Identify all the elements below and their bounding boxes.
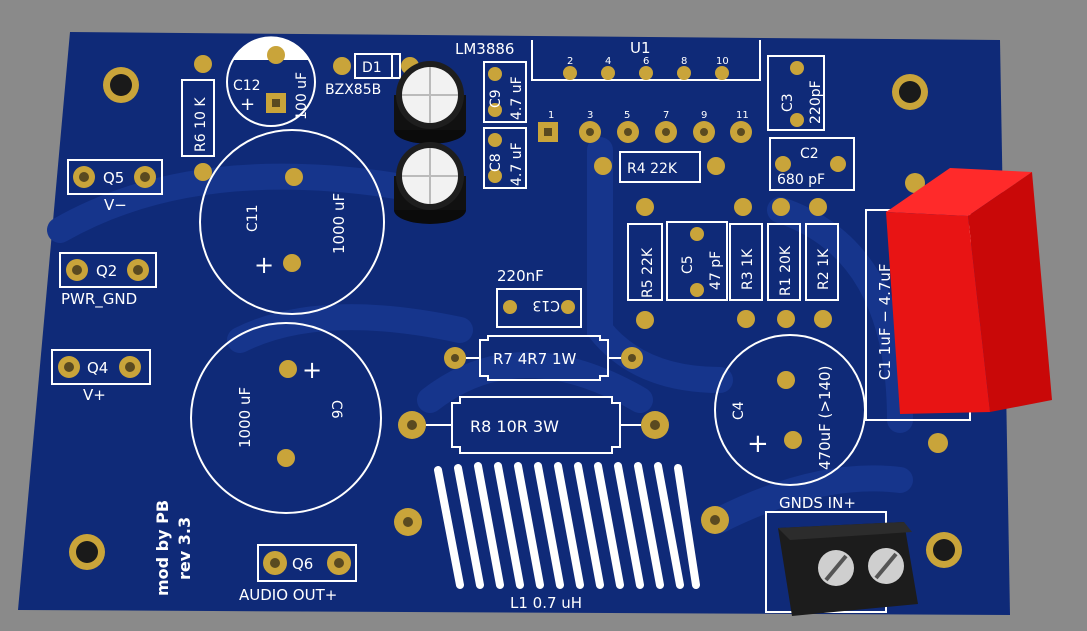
credit-line-1: mod by PB: [153, 500, 172, 596]
c9-value-label: 4.7 uF: [509, 76, 525, 120]
r6-label: R6 10 K: [193, 97, 209, 152]
r7-resistor: R7 4R7 1W: [444, 335, 643, 381]
q2-label: PWR_GND: [61, 290, 137, 309]
c6-ref-label: C6: [328, 400, 344, 419]
q5-ref-label: Q5: [103, 169, 124, 187]
u1-pin-10: 10: [716, 56, 729, 67]
c8-capacitor: C8 4.7 uF: [483, 127, 527, 189]
c13-top-label: 220nF: [497, 267, 544, 285]
d1-ref-label: D1: [362, 60, 382, 76]
q4-label: V+: [83, 386, 106, 404]
r6-resistor: R6 10 K: [181, 55, 215, 181]
c4-plus-label: +: [747, 429, 769, 459]
q6-label: AUDIO OUT+: [239, 586, 337, 604]
q5-label: V−: [104, 196, 127, 214]
q5-connector: Q5 V−: [67, 159, 163, 214]
r1-resistor: R1 20K: [767, 198, 801, 328]
c6-capacitor: C6 1000 uF +: [190, 322, 382, 514]
q2-ref-label: Q2: [96, 262, 117, 280]
u1-pin-11: 11: [736, 110, 749, 121]
u1-top-pads: [563, 66, 729, 80]
l1-inductor: L1 0.7 uH: [394, 462, 729, 612]
u1-pin-5: 5: [624, 110, 630, 121]
r5-label: R5 22K: [640, 247, 656, 298]
u1-footprint: LM3886 U1 2 4 6 8 10 1 3 5 7 9 11: [455, 39, 761, 143]
c5-capacitor: C5 47 pF: [666, 221, 728, 301]
r3-resistor: R3 1K: [729, 198, 763, 328]
q6-ref-label: Q6: [292, 555, 313, 573]
q2-connector: Q2 PWR_GND: [59, 252, 157, 309]
c8-ref-label: C8: [488, 153, 504, 172]
c2-capacitor: C2 680 pF: [769, 137, 855, 191]
c4-capacitor: C4 470uF (>140) +: [714, 334, 866, 486]
r5-resistor: R5 22K: [627, 198, 663, 329]
credit-text: mod by PB rev 3.3: [153, 500, 194, 596]
c6-value-label: 1000 uF: [236, 387, 254, 448]
u1-pin-6: 6: [643, 56, 649, 67]
c4-ref-label: C4: [731, 401, 747, 420]
r2-label: R2 1K: [816, 248, 832, 290]
u1-pin-4: 4: [605, 56, 611, 67]
q4-connector: Q4 V+: [51, 349, 151, 404]
c9-capacitor: C9 4.7 uF: [483, 61, 527, 123]
d1-value-label: BZX85B: [325, 82, 381, 98]
u1-top-pin-numbers: 2 4 6 8 10: [567, 56, 729, 67]
c13-ref-label: C13: [532, 297, 560, 313]
q6-connector: Q6 AUDIO OUT+: [239, 544, 357, 604]
credit-line-2: rev 3.3: [175, 517, 194, 580]
c11-plus-label: +: [254, 251, 274, 279]
c2-value-label: 680 pF: [777, 172, 825, 188]
gnds-label: GNDS IN+: [779, 494, 856, 512]
u1-pin-8: 8: [681, 56, 687, 67]
c11-ref-label: C11: [245, 204, 261, 232]
c12-value-label: 100 uF: [294, 72, 310, 120]
c12-ref-label: C12: [233, 78, 261, 94]
u1-pin-9: 9: [701, 110, 707, 121]
l1-windings: [434, 462, 700, 589]
c3-value-label: 220pF: [808, 80, 824, 124]
c6-plus-label: +: [302, 356, 322, 384]
u1-pin-1: 1: [548, 110, 554, 121]
r4-resistor: R4 22K: [594, 151, 725, 183]
c9-ref-label: C9: [488, 89, 504, 108]
u1-chip-label: LM3886: [455, 40, 514, 58]
r8-label: R8 10R 3W: [470, 417, 559, 436]
electrolytic-caps-3d: [394, 61, 466, 224]
c5-value-label: 47 pF: [708, 251, 724, 290]
u1-pin-3: 3: [587, 110, 593, 121]
input-terminal-block: GNDS IN+: [765, 494, 918, 616]
c2-ref-label: C2: [800, 146, 819, 162]
r8-resistor: R8 10R 3W: [398, 396, 669, 454]
c8-value-label: 4.7 uF: [509, 142, 525, 186]
l1-label: L1 0.7 uH: [510, 594, 582, 612]
u1-ref-label: U1: [630, 39, 651, 57]
c4-value-label: 470uF (>140): [816, 366, 834, 470]
c1-capacitor: C1 1uF − 4.7uF: [865, 168, 1052, 453]
c12-capacitor: C12 + 100 uF: [226, 36, 316, 127]
c1-label: C1 1uF − 4.7uF: [876, 263, 894, 380]
u1-pin-2: 2: [567, 56, 573, 67]
c3-ref-label: C3: [780, 93, 796, 112]
r2-resistor: R2 1K: [805, 198, 839, 328]
u1-bottom-pin-numbers: 1 3 5 7 9 11: [548, 110, 749, 121]
mounting-holes: [69, 67, 962, 570]
r3-label: R3 1K: [740, 248, 756, 290]
r7-label: R7 4R7 1W: [493, 350, 577, 368]
c11-value-label: 1000 uF: [330, 193, 348, 254]
r4-label: R4 22K: [627, 161, 678, 177]
r1-label: R1 20K: [778, 245, 794, 296]
c11-capacitor: C11 1000 uF +: [199, 129, 385, 315]
c13-capacitor: 220nF C13: [496, 267, 582, 328]
u1-bottom-pads: [538, 121, 752, 143]
u1-pin-7: 7: [663, 110, 669, 121]
c5-ref-label: C5: [680, 255, 696, 274]
q4-ref-label: Q4: [87, 359, 108, 377]
c12-plus-label: +: [240, 94, 255, 115]
c3-capacitor: C3 220pF: [767, 55, 825, 131]
